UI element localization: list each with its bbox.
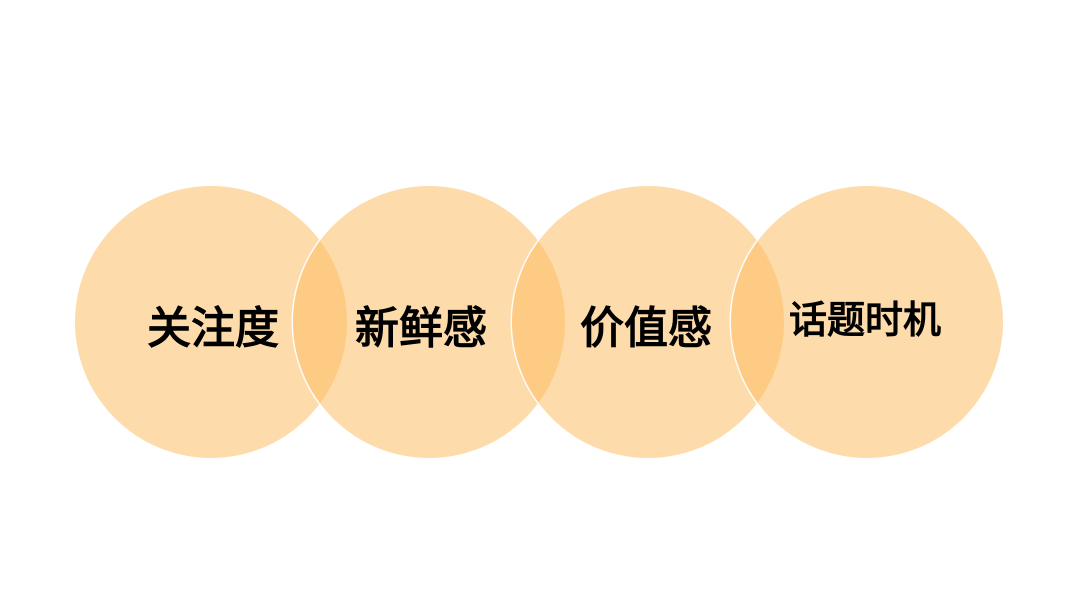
- circle-label: 关注度: [147, 303, 279, 354]
- circle-label: 价值感: [580, 303, 712, 354]
- circle-topic-timing: 话题时机: [731, 186, 1003, 458]
- circle-label: 话题时机: [788, 297, 941, 342]
- circle-label: 新鲜感: [355, 303, 487, 354]
